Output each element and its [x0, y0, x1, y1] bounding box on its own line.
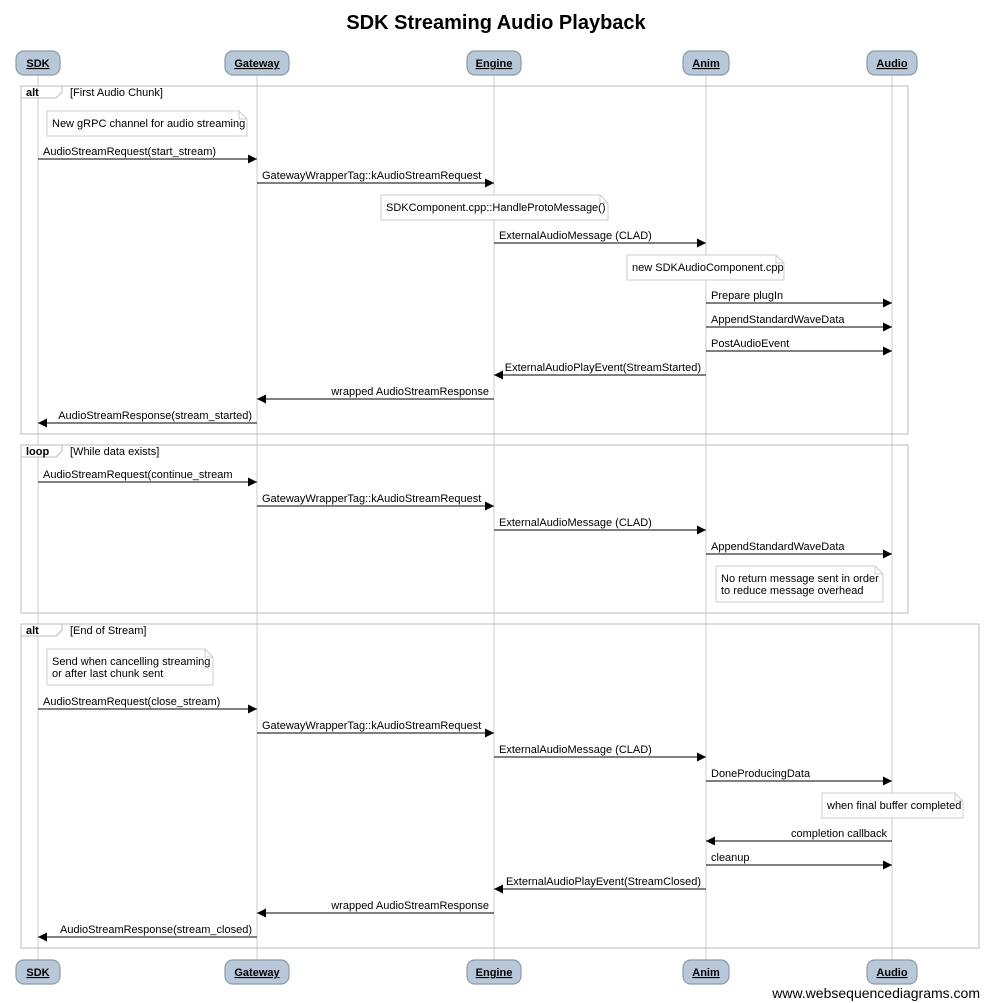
note: when final buffer completed — [821, 792, 964, 819]
actor-engine-top: Engine — [466, 50, 522, 76]
message-label: Prepare plugIn — [711, 290, 783, 302]
message-arrow: AudioStreamResponse(stream_started) — [38, 410, 257, 428]
message-arrow: AudioStreamRequest(close_stream) — [38, 696, 257, 714]
message-label: AudioStreamResponse(stream_closed) — [60, 924, 252, 936]
actor-label: Engine — [476, 967, 513, 979]
actor-label: SDK — [26, 58, 49, 70]
message-arrow: wrapped AudioStreamResponse — [257, 386, 494, 404]
diagram-items: New gRPC channel for audio streamingAudi… — [38, 110, 964, 942]
actor-label: Anim — [692, 58, 720, 70]
message-label: PostAudioEvent — [711, 338, 789, 350]
message-label: completion callback — [791, 828, 887, 840]
message-label: ExternalAudioMessage (CLAD) — [499, 744, 652, 756]
note-text: New gRPC channel for audio streaming — [52, 118, 245, 130]
actor-label: Audio — [876, 58, 907, 70]
message-arrow: wrapped AudioStreamResponse — [257, 900, 494, 918]
frame-condition: [First Audio Chunk] — [70, 87, 163, 99]
actor-label: SDK — [26, 967, 49, 979]
frame-loop-data: loop [While data exists] — [20, 444, 909, 614]
message-label: AppendStandardWaveData — [711, 314, 845, 326]
message-label: wrapped AudioStreamResponse — [330, 386, 489, 398]
note: SDKComponent.cpp::HandleProtoMessage() — [380, 194, 609, 221]
message-arrow: ExternalAudioMessage (CLAD) — [494, 230, 706, 248]
message-label: ExternalAudioMessage (CLAD) — [499, 517, 652, 529]
actor-label: Engine — [476, 58, 513, 70]
message-arrow: GatewayWrapperTag::kAudioStreamRequest — [257, 170, 494, 188]
message-arrow: PostAudioEvent — [706, 338, 892, 356]
message-label: GatewayWrapperTag::kAudioStreamRequest — [262, 720, 481, 732]
message-arrow: ExternalAudioMessage (CLAD) — [494, 744, 706, 762]
message-arrow: completion callback — [706, 828, 892, 846]
note-text: SDKComponent.cpp::HandleProtoMessage() — [386, 202, 606, 214]
message-label: GatewayWrapperTag::kAudioStreamRequest — [262, 493, 481, 505]
note-text: or after last chunk sent — [52, 668, 163, 680]
message-label: DoneProducingData — [711, 768, 811, 780]
message-arrow: AudioStreamRequest(start_stream) — [38, 146, 257, 164]
note-text: new SDKAudioComponent.cpp — [632, 262, 784, 274]
message-arrow: Prepare plugIn — [706, 290, 892, 308]
message-label: ExternalAudioMessage (CLAD) — [499, 230, 652, 242]
actor-audio-bottom: Audio — [866, 959, 918, 985]
frame-keyword: alt — [26, 87, 39, 99]
message-arrow: GatewayWrapperTag::kAudioStreamRequest — [257, 720, 494, 738]
lifelines — [37, 75, 893, 960]
note: new SDKAudioComponent.cpp — [626, 254, 785, 281]
message-label: AudioStreamResponse(stream_started) — [58, 410, 252, 422]
message-label: wrapped AudioStreamResponse — [330, 900, 489, 912]
message-label: ExternalAudioPlayEvent(StreamStarted) — [505, 362, 701, 374]
message-arrow: AppendStandardWaveData — [706, 314, 892, 332]
actor-anim-top: Anim — [682, 50, 730, 76]
message-arrow: AudioStreamRequest(continue_stream — [38, 469, 257, 487]
message-arrow: DoneProducingData — [706, 768, 892, 786]
message-arrow: ExternalAudioMessage (CLAD) — [494, 517, 706, 535]
message-label: AudioStreamRequest(close_stream) — [43, 696, 220, 708]
message-label: AppendStandardWaveData — [711, 541, 845, 553]
note-text: to reduce message overhead — [721, 585, 863, 597]
credit-text: www.websequencediagrams.com — [771, 985, 980, 1001]
message-arrow: cleanup — [706, 852, 892, 870]
frame-condition: [While data exists] — [70, 446, 159, 458]
actor-gateway-bottom: Gateway — [224, 959, 290, 985]
message-label: AudioStreamRequest(start_stream) — [43, 146, 216, 158]
actors: SDKSDKGatewayGatewayEngineEngineAnimAnim… — [15, 50, 918, 985]
actor-label: Gateway — [234, 58, 280, 70]
frame-keyword: alt — [26, 625, 39, 637]
actor-sdk-bottom: SDK — [15, 959, 61, 985]
message-label: ExternalAudioPlayEvent(StreamClosed) — [506, 876, 701, 888]
frame-alt-first-chunk: alt [First Audio Chunk] — [20, 85, 909, 435]
note-text: when final buffer completed — [826, 800, 961, 812]
actor-label: Audio — [876, 967, 907, 979]
actor-anim-bottom: Anim — [682, 959, 730, 985]
message-arrow: AppendStandardWaveData — [706, 541, 892, 559]
message-arrow: GatewayWrapperTag::kAudioStreamRequest — [257, 493, 494, 511]
frame-keyword: loop — [26, 446, 49, 458]
frame-condition: [End of Stream] — [70, 625, 146, 637]
actor-sdk-top: SDK — [15, 50, 61, 76]
actor-gateway-top: Gateway — [224, 50, 290, 76]
actor-audio-top: Audio — [866, 50, 918, 76]
message-label: GatewayWrapperTag::kAudioStreamRequest — [262, 170, 481, 182]
actor-label: Anim — [692, 967, 720, 979]
message-label: cleanup — [711, 852, 750, 864]
note: New gRPC channel for audio streaming — [46, 110, 248, 137]
diagram-title: SDK Streaming Audio Playback — [346, 12, 646, 34]
message-arrow: ExternalAudioPlayEvent(StreamClosed) — [494, 876, 706, 894]
note-text: No return message sent in order — [721, 573, 879, 585]
note-text: Send when cancelling streaming — [52, 656, 210, 668]
message-arrow: AudioStreamResponse(stream_closed) — [38, 924, 257, 942]
actor-label: Gateway — [234, 967, 280, 979]
message-arrow: ExternalAudioPlayEvent(StreamStarted) — [494, 362, 706, 380]
actor-engine-bottom: Engine — [466, 959, 522, 985]
message-label: AudioStreamRequest(continue_stream — [43, 469, 233, 481]
frame-alt-end-stream: alt [End of Stream] — [20, 623, 980, 949]
